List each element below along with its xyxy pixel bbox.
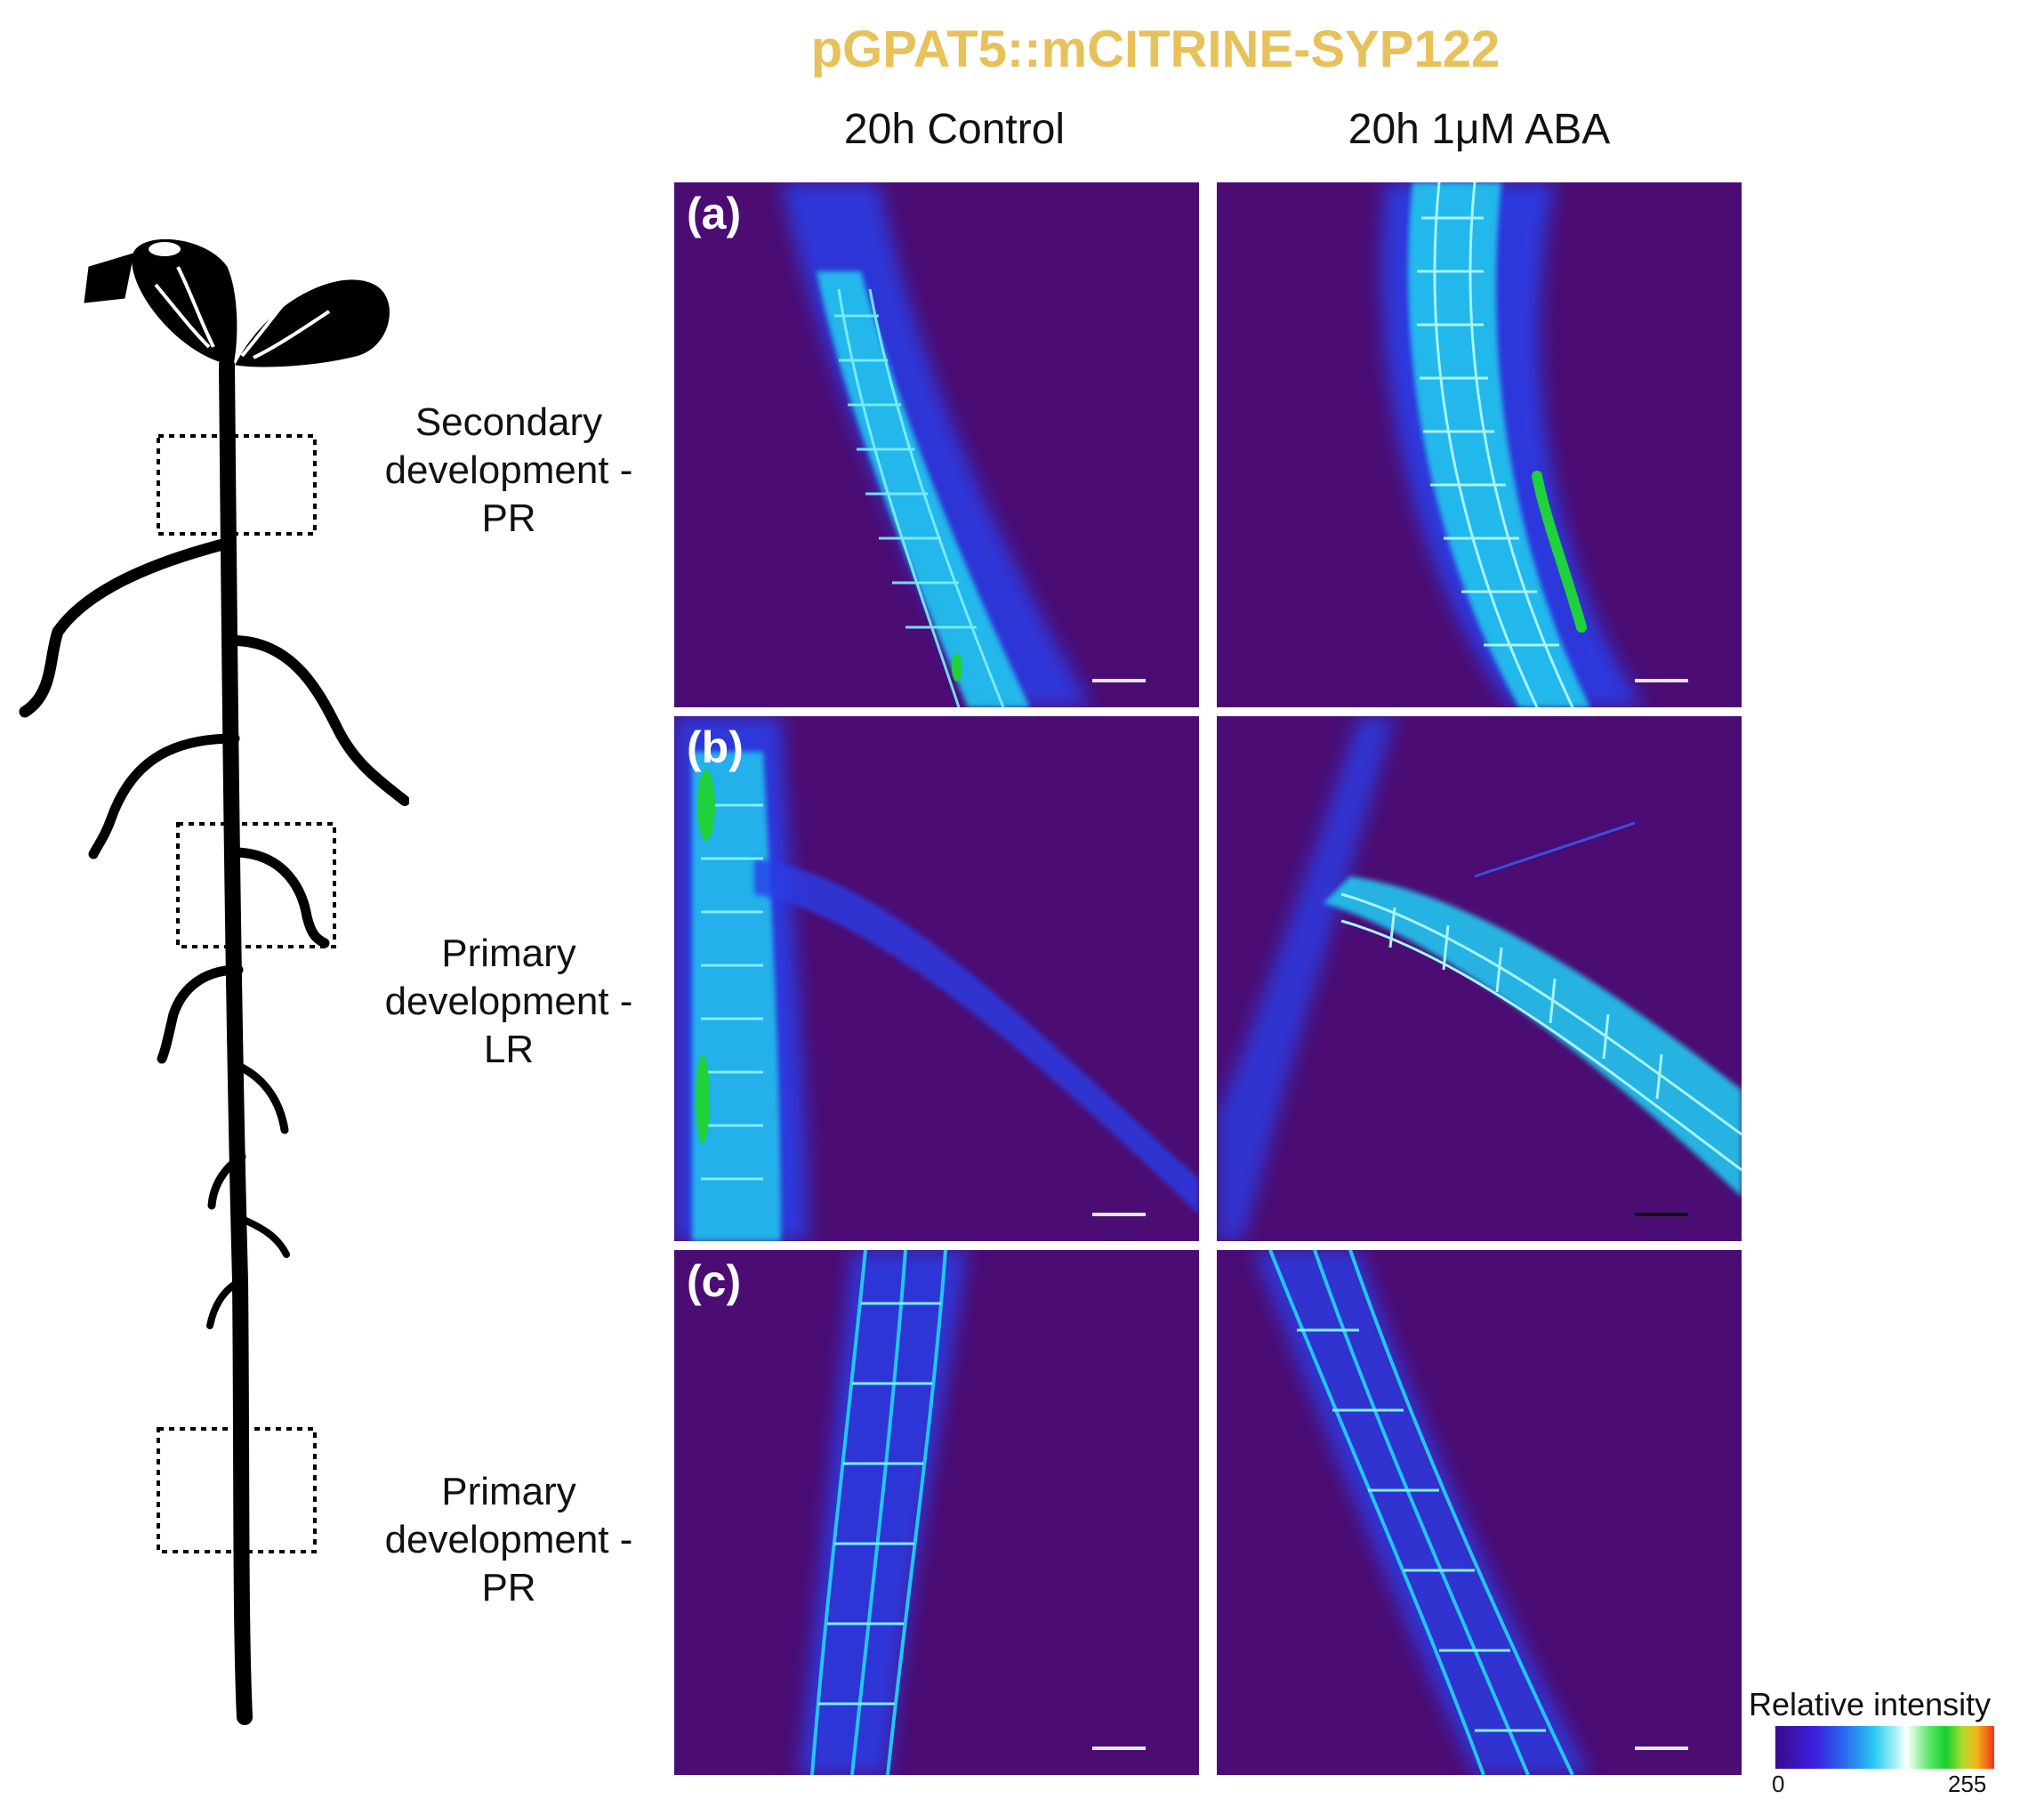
- panel-label-a: (a): [687, 189, 742, 238]
- row-label-secondary-pr: Secondary development - PR: [349, 399, 669, 543]
- row-label-line: development -: [384, 448, 633, 492]
- seedling-illustration: [19, 238, 409, 1725]
- row-label-line: development -: [384, 980, 633, 1023]
- scale-bar: [1092, 679, 1146, 682]
- micrograph-b-control: (b): [674, 716, 1199, 1241]
- row-label-primary-lr: Primary development - LR: [349, 930, 669, 1074]
- row-label-line: Primary: [441, 932, 576, 975]
- legend-max-label: 255: [1948, 1771, 1987, 1797]
- scale-bar: [1092, 1746, 1146, 1750]
- scale-bar: [1092, 1213, 1146, 1216]
- panel-label-c: (c): [687, 1256, 742, 1306]
- row-label-line: development -: [384, 1518, 633, 1561]
- legend-title: Relative intensity: [1749, 1686, 1992, 1722]
- row-label-primary-pr: Primary development - PR: [349, 1468, 669, 1612]
- intensity-colorbar: [1775, 1726, 1994, 1769]
- micrograph-a-control: (a): [674, 182, 1199, 707]
- scale-bar: [1635, 1213, 1688, 1216]
- legend-min-label: 0: [1772, 1771, 1785, 1797]
- row-label-line: LR: [483, 1028, 535, 1071]
- panel-label-b: (b): [687, 722, 744, 772]
- scale-bar: [1635, 679, 1688, 682]
- column-header-control: 20h Control: [843, 106, 1066, 153]
- row-label-line: PR: [481, 496, 536, 540]
- micrograph-c-aba: [1217, 1250, 1742, 1775]
- micrograph-c-control: (c): [674, 1250, 1199, 1775]
- row-label-line: PR: [481, 1566, 536, 1609]
- figure-title: pGPAT5::mCITRINE-SYP122: [810, 20, 1501, 78]
- row-label-line: Secondary: [414, 400, 603, 444]
- micrograph-b-aba: [1217, 716, 1742, 1241]
- column-header-aba: 20h 1μM ABA: [1348, 106, 1611, 153]
- scale-bar: [1635, 1746, 1688, 1750]
- micrograph-a-aba: [1217, 182, 1742, 707]
- row-label-line: Primary: [441, 1470, 576, 1513]
